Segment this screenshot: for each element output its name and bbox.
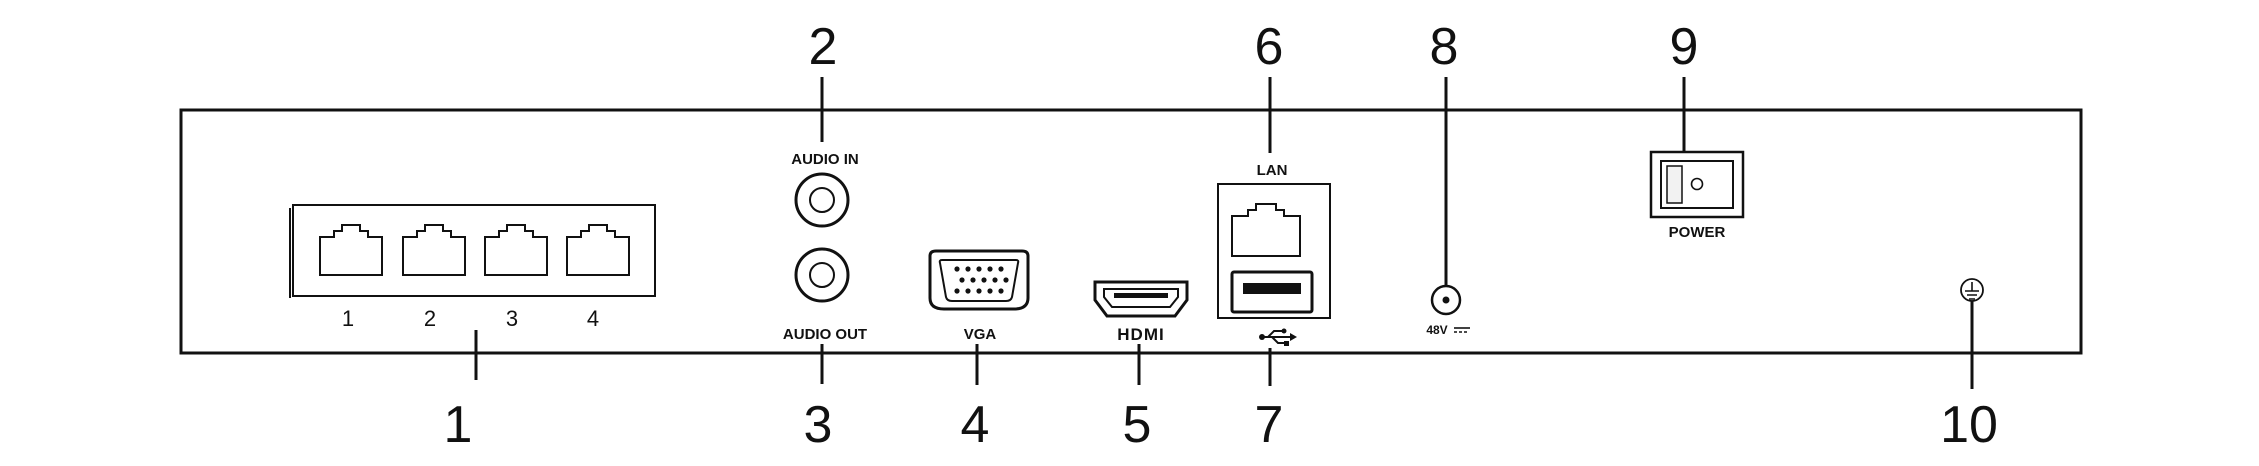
- callout-number-5: 5: [1123, 396, 1152, 454]
- power-voltage-label: 48V: [1426, 323, 1447, 337]
- audio-in-label: AUDIO IN: [791, 151, 859, 168]
- callout-number-8: 8: [1430, 18, 1459, 76]
- rca-jack-icon: [794, 247, 850, 303]
- callout-number-1: 1: [444, 396, 473, 454]
- callout-number-6: 6: [1255, 18, 1284, 76]
- poe-port-number: 2: [424, 306, 436, 331]
- rj45-port-icon: [566, 224, 630, 276]
- poe-port-number: 4: [587, 306, 599, 331]
- poe-port-number: 3: [506, 306, 518, 331]
- dc-jack-icon: [1430, 284, 1462, 316]
- callout-number-10: 10: [1940, 396, 1998, 454]
- hdmi-port-icon: [1093, 280, 1189, 318]
- lan-usb-block: [1217, 183, 1331, 319]
- usb-port-icon: [1230, 270, 1314, 314]
- power-switch-label: POWER: [1669, 224, 1726, 241]
- lan-label: LAN: [1257, 162, 1288, 179]
- usb-symbol-icon: [1259, 328, 1297, 346]
- audio-out-label: AUDIO OUT: [783, 326, 867, 343]
- vga-label: VGA: [964, 326, 997, 343]
- chassis-outline: [179, 108, 2083, 355]
- callout-number-2: 2: [809, 18, 838, 76]
- callout-number-4: 4: [961, 396, 990, 454]
- rj45-port-icon: [319, 224, 383, 276]
- ground-symbol-icon: [1960, 278, 1984, 302]
- dc-symbol-icon: [1454, 327, 1470, 333]
- leader-lines: [474, 77, 1974, 389]
- callout-number-9: 9: [1670, 18, 1699, 76]
- rj45-port-icon: [1231, 203, 1301, 257]
- vga-port-icon: [928, 249, 1030, 311]
- poe-port-number: 1: [342, 306, 354, 331]
- rj45-port-icon: [402, 224, 466, 276]
- poe-port-block: 1 2 3 4: [289, 204, 656, 331]
- hdmi-logo-label: HDMI: [1117, 325, 1164, 344]
- callout-number-3: 3: [804, 396, 833, 454]
- rca-jack-icon: [794, 172, 850, 228]
- callout-number-7: 7: [1255, 396, 1284, 454]
- rj45-port-icon: [484, 224, 548, 276]
- rocker-switch-icon: [1649, 150, 1745, 219]
